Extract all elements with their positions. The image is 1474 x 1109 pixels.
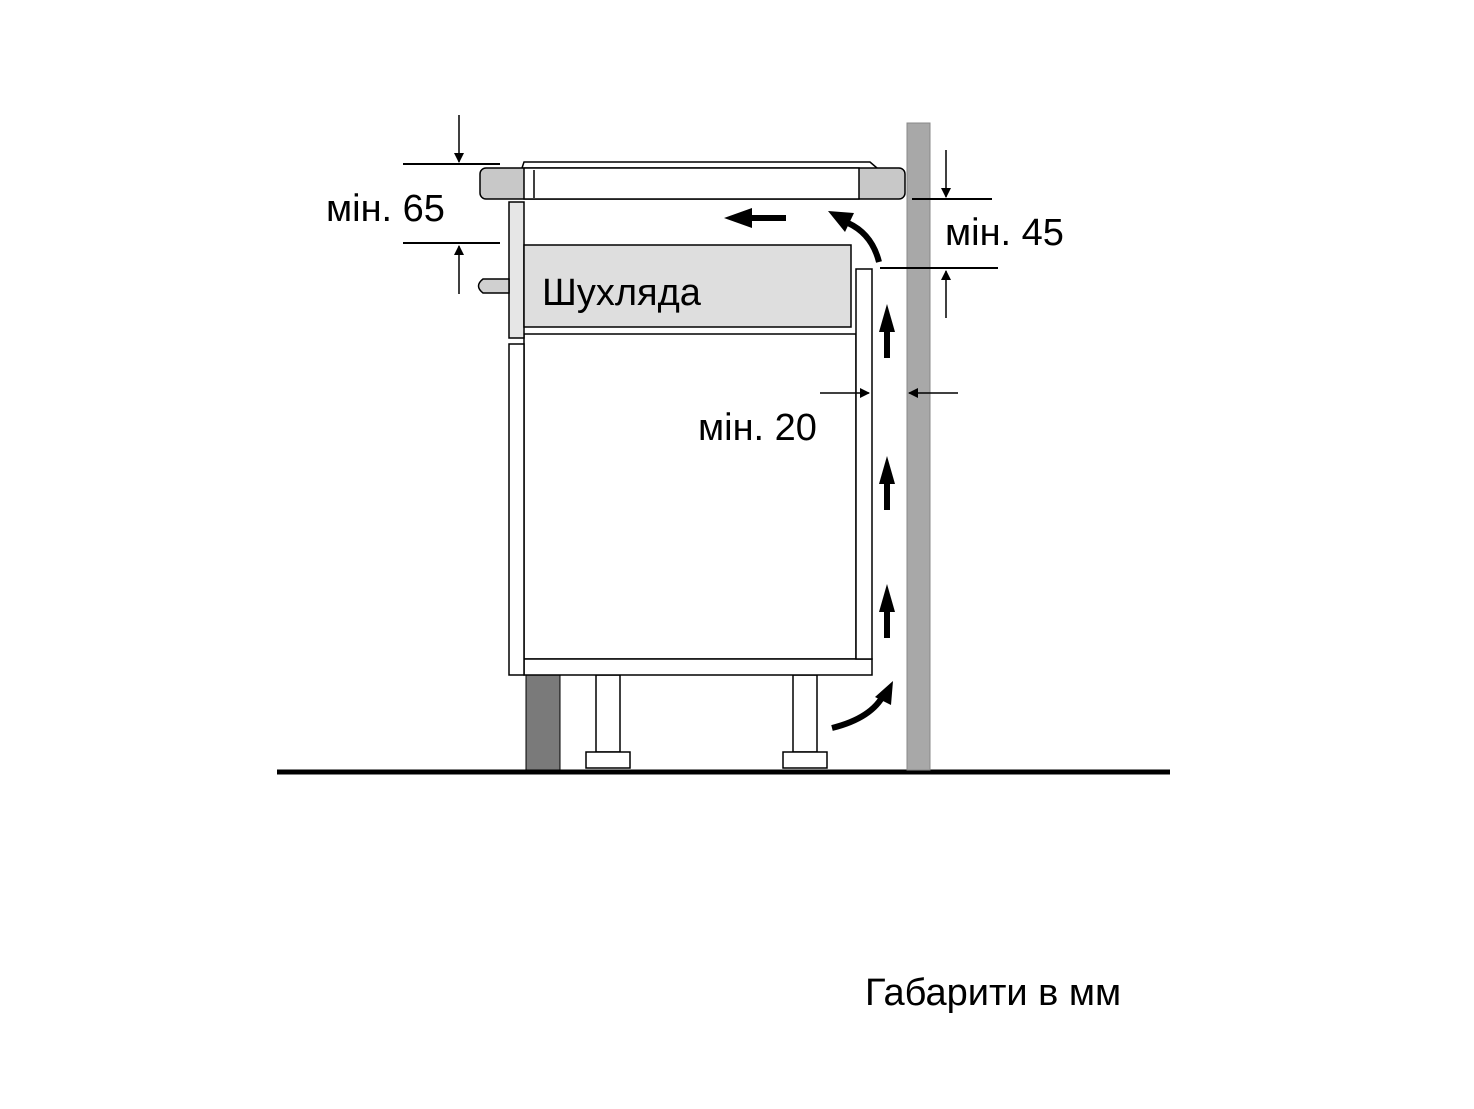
drawer-box <box>523 244 852 328</box>
air-arrow-up-3 <box>879 304 895 358</box>
cabinet-leg-left <box>585 674 631 769</box>
air-arrow-up-1 <box>879 584 895 638</box>
drawer-label: Шухляда <box>542 272 702 314</box>
min-20-label: мін. 20 <box>698 407 817 449</box>
dimension-min-20: мін. 20 <box>698 388 958 449</box>
air-arrow-curve-bottom <box>831 681 893 731</box>
airflow-curved-arrows <box>828 211 893 731</box>
air-arrow-curve-top <box>828 211 882 263</box>
cooktop <box>479 161 906 200</box>
dimension-min-65: мін. 65 <box>326 115 500 294</box>
min-45-label: мін. 45 <box>945 212 1064 254</box>
units-note: Габарити в мм <box>865 972 1121 1014</box>
plinth-panel <box>525 674 561 771</box>
cabinet-leg-right <box>782 674 828 769</box>
dimension-min-45: мін. 45 <box>880 150 1064 318</box>
airflow-arrows <box>724 208 895 638</box>
air-arrow-left <box>724 208 786 228</box>
cabinet-body <box>508 268 873 676</box>
drawer-front <box>477 201 525 339</box>
min-65-label: мін. 65 <box>326 188 445 230</box>
rear-wall <box>906 122 931 771</box>
air-arrow-up-2 <box>879 456 895 510</box>
